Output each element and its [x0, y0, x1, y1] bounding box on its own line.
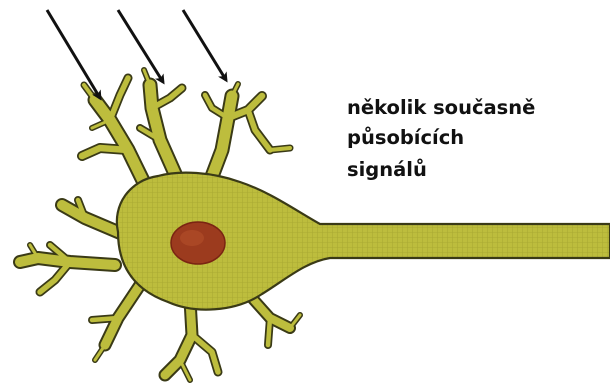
nucleus-highlight: [180, 230, 204, 246]
caption-line-1: několik současně: [347, 98, 535, 118]
signal-arrow-icon: [47, 10, 100, 98]
signal-arrow-icon: [118, 10, 163, 82]
caption-line-3: signálů: [347, 160, 427, 180]
caption-line-2: působících: [347, 128, 464, 148]
signal-arrow-icon: [183, 10, 226, 80]
signal-arrows: [47, 10, 226, 98]
